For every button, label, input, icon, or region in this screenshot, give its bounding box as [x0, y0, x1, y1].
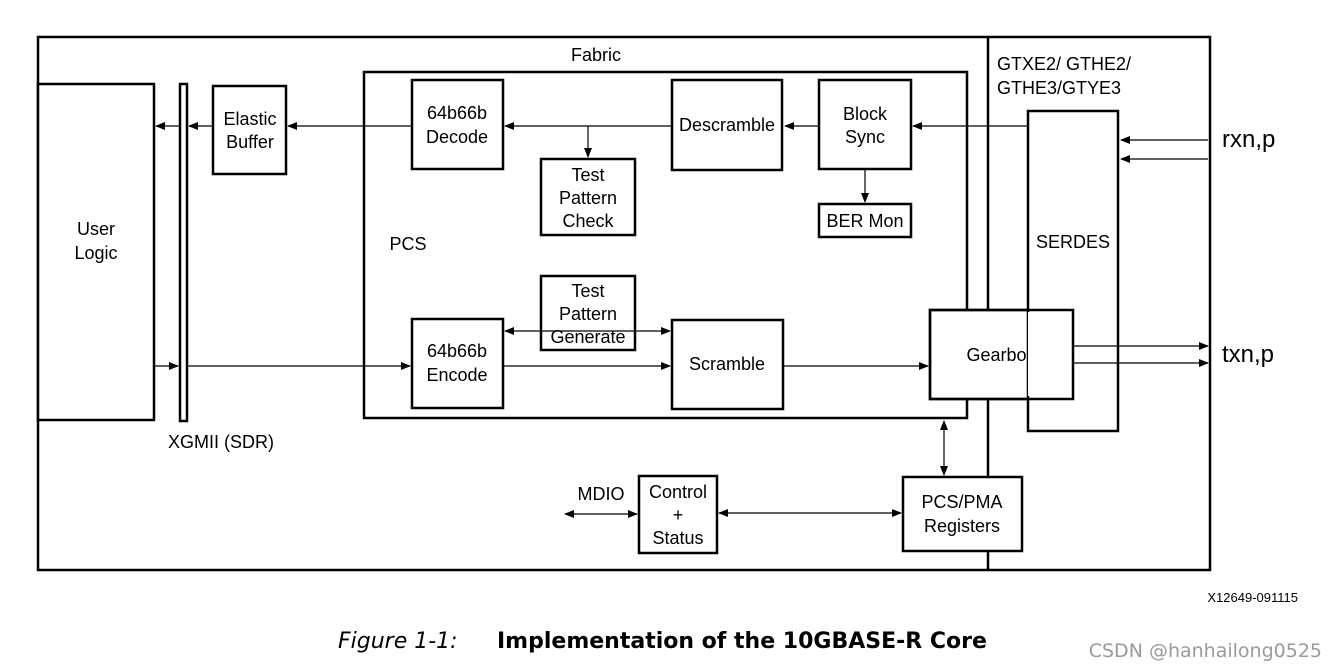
xgmii-label: XGMII (SDR) — [168, 432, 274, 452]
block-sync-line2: Sync — [845, 127, 885, 147]
watermark: CSDN @hanhailong0525 — [1089, 640, 1322, 662]
gearbox-label: Gearbox — [966, 345, 1035, 365]
transceiver-label-line1: GTXE2/ GTHE2/ — [997, 54, 1131, 74]
elastic-buffer-line1: Elastic — [223, 109, 276, 129]
tp-check-line3: Check — [562, 211, 614, 231]
test-pattern-check-block — [539, 157, 637, 237]
fabric-label: Fabric — [571, 45, 621, 65]
gearbox-border — [928, 308, 1075, 401]
xgmii-bus-bar — [178, 82, 189, 423]
registers-line2: Registers — [924, 516, 1000, 536]
serdes-gearbox-overlap — [1028, 312, 1073, 396]
caption-prefix: Figure 1-1: — [338, 629, 458, 654]
descramble-block — [670, 78, 784, 172]
encode-block — [410, 317, 505, 410]
tp-gen-line2: Pattern — [559, 304, 617, 324]
user-logic-block — [36, 82, 156, 422]
control-status-block — [637, 474, 719, 555]
user-logic-line2: Logic — [74, 243, 117, 263]
pcs-label: PCS — [389, 234, 426, 254]
tp-check-line2: Pattern — [559, 188, 617, 208]
control-line1: Control — [649, 482, 707, 502]
tp-check-line1: Test — [571, 165, 604, 185]
transceiver-label-line2: GTHE3/GTYE3 — [997, 78, 1121, 98]
pcs-pma-registers-block — [901, 475, 1024, 553]
control-line2: + — [673, 505, 684, 525]
figure-code: X12649-091115 — [1207, 590, 1298, 605]
caption-title: Implementation of the 10GBASE-R Core — [497, 629, 987, 654]
encode-line1: 64b66b — [427, 341, 487, 361]
encode-line2: Encode — [426, 365, 487, 385]
decode-line2: Decode — [426, 127, 488, 147]
scramble-label: Scramble — [689, 354, 765, 374]
control-line3: Status — [652, 528, 703, 548]
ber-mon-label: BER Mon — [826, 211, 903, 231]
ber-mon-block — [817, 202, 913, 239]
descramble-label: Descramble — [679, 115, 775, 135]
scramble-block — [670, 318, 785, 411]
rx-port-label: rxn,p — [1222, 126, 1275, 153]
decode-line1: 64b66b — [427, 103, 487, 123]
registers-line1: PCS/PMA — [921, 492, 1002, 512]
mdio-label: MDIO — [578, 484, 625, 504]
user-logic-line1: User — [77, 219, 115, 239]
test-pattern-generate-block — [539, 274, 637, 352]
tx-port-label: txn,p — [1222, 341, 1274, 368]
block-sync-block — [817, 78, 913, 171]
block-sync-line1: Block — [843, 104, 888, 124]
tp-gen-line1: Test — [571, 281, 604, 301]
decode-block — [410, 78, 505, 171]
tp-gen-line3: Generate — [550, 327, 625, 347]
elastic-buffer-block — [211, 84, 288, 176]
serdes-label: SERDES — [1036, 232, 1110, 252]
elastic-buffer-line2: Buffer — [226, 132, 274, 152]
